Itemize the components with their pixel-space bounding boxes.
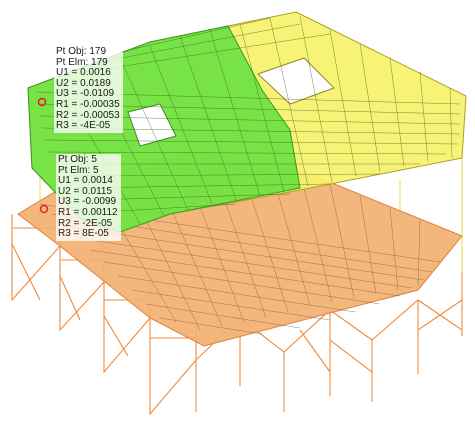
tooltip-line: R2 = -0.00053 (56, 109, 120, 121)
tooltip-line: U2 = 0.0189 (56, 77, 111, 89)
tooltip-line: U3 = -0.0099 (58, 196, 117, 208)
tooltip-line: U3 = -0.0109 (56, 88, 115, 100)
tooltip-line: R2 = -2E-05 (58, 217, 113, 229)
tooltip-line: R3 = -4E-05 (56, 120, 111, 132)
tooltip-line: Pt Elm: 179 (56, 56, 108, 68)
tooltip-line: U1 = 0.0014 (58, 175, 113, 187)
point-marker-icon[interactable] (37, 97, 47, 107)
tooltip-line: U2 = 0.0115 (58, 185, 113, 197)
point-marker-icon[interactable] (39, 204, 49, 214)
tooltip-line: R1 = -0.00035 (56, 98, 120, 110)
tooltip-line: R3 = 8E-05 (58, 228, 109, 240)
tooltip-line: Pt Obj: 5 (58, 154, 97, 165)
tooltip-line: Pt Obj: 179 (56, 46, 107, 57)
tooltip-line: R1 = 0.00112 (58, 206, 118, 218)
tooltip-line: U1 = 0.0016 (56, 67, 111, 79)
joint-results-tooltip: Pt Obj: 179 Pt Elm: 179 U1 = 0.0016 U2 =… (54, 46, 123, 133)
tooltip-line: Pt Elm: 5 (58, 164, 99, 176)
joint-results-tooltip: Pt Obj: 5 Pt Elm: 5 U1 = 0.0014 U2 = 0.0… (56, 154, 121, 241)
